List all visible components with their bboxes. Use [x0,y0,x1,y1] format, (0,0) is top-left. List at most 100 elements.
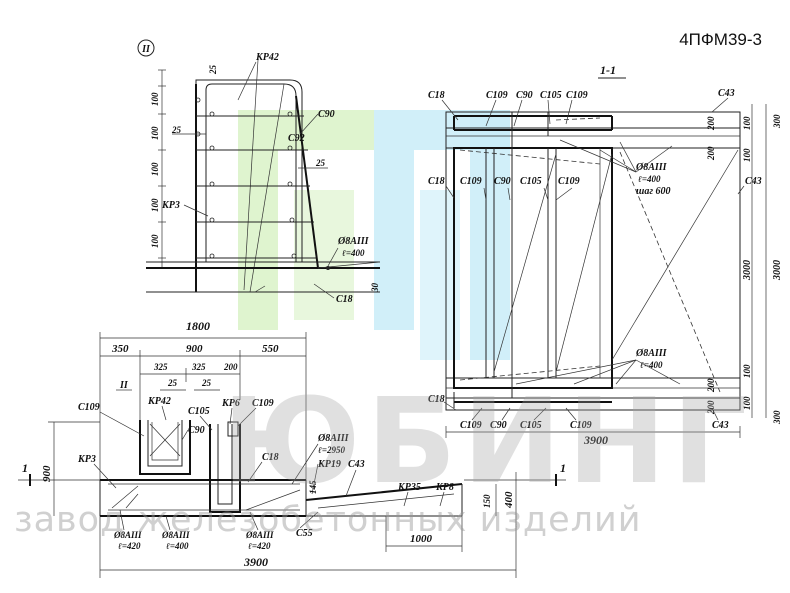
s11-rdim-100-2: 100 [742,148,752,162]
plan-dim-200: 200 [223,362,238,372]
s11-rebar-a-len: ℓ=400 [638,174,661,184]
s11-mid-c105: С105 [520,176,542,187]
plan-dim-145: 145 [308,480,318,494]
plan-label-rebar-main-len: ℓ=2950 [318,445,345,455]
plan-dim-325-1: 325 [153,362,168,372]
s11-rdim-200-3: 200 [706,378,716,393]
s11-bot-c90: С90 [490,420,507,431]
plan-dim-25-2: 25 [201,378,212,388]
s11-top-c43: С43 [718,88,735,99]
detail-II-label-c92: С92 [288,133,305,144]
plan-label-kp35: КР35 [397,482,421,493]
detail-II-label-c18: С18 [336,294,353,305]
s11-rebar-a-dia: Ø8АIII [635,162,668,173]
plan-rebar1: Ø8АIII [113,530,142,540]
s11-rdim-outer-3000: 3000 [772,260,783,281]
s11-rdim-100-1: 100 [742,116,752,130]
detail-II: II 25 100 100 100 100 100 30 [137,39,381,305]
detail-II-label-c90: С90 [318,109,335,120]
plan-dim-25-1: 25 [167,378,178,388]
detail-II-label-rebar-len: ℓ=400 [342,248,365,258]
plan-rebar1-len: ℓ=420 [118,541,141,551]
section-1-1: 1-1 С18 С109 [428,63,783,447]
watermark-subtitle: завод железобетонных изделий [14,500,642,540]
plan-dim-3900: 3900 [243,555,268,569]
detail-II-marker-circle [137,39,155,57]
detail-II-dim-100-1: 100 [150,92,160,106]
s11-top-c90: С90 [516,90,533,101]
plan-label-c109b: С109 [252,398,274,409]
plan-label-kp8: КР8 [435,482,454,493]
plan-cut-right: 1 [560,461,566,475]
detail-II-label-rebar: Ø8АIII [337,236,370,247]
s11-top-c105: С105 [540,90,562,101]
plan-marker-II: II [119,380,129,391]
s11-rebar-b-dia: Ø8АIII [635,348,668,359]
s11-mid-c43: С43 [745,176,762,187]
document-code: 4ПФМ39-3 [679,30,762,49]
detail-II-dim-100-4: 100 [150,198,160,212]
s11-rdim-200-4: 200 [706,400,716,415]
plan-label-kp19: КР19 [317,459,341,470]
plan-dim-900-vertical: 900 [41,465,53,482]
plan-rebar3-len: ℓ=420 [248,541,271,551]
s11-mid-c109a: С109 [460,176,482,187]
plan-dim-150: 150 [482,494,492,508]
plan-label-kp6: КР6 [221,398,240,409]
plan-dim-1800: 1800 [186,319,210,333]
s11-dim-3900: 3900 [583,433,608,447]
s11-rebar-b-len: ℓ=400 [640,360,663,370]
plan-dim-900: 900 [186,343,203,355]
s11-rdim-200-1: 200 [706,116,716,131]
s11-bot-c43: С43 [712,420,729,431]
watermark-word: ЮБИНГ [222,372,754,510]
plan-rebar2-len: ℓ=400 [166,541,189,551]
detail-II-marker: II [141,44,151,55]
plan-label-c43: С43 [348,459,365,470]
plan-label-c109a: С109 [78,402,100,413]
s11-top-c109b: С109 [566,90,588,101]
s11-mid-c18: С18 [428,176,445,187]
plan-rebar3: Ø8АIII [245,530,274,540]
detail-II-dim-100-2: 100 [150,126,160,140]
plan-dim-550: 550 [262,343,279,355]
detail-II-dim-25-a: 25 [171,125,182,135]
s11-rdim-outer-300-2: 300 [772,410,782,425]
s11-rdim-100-4: 100 [742,396,752,410]
plan-dim-350: 350 [111,343,129,355]
s11-top-c109a: С109 [486,90,508,101]
plan-section: 1800 350 900 550 325 325 200 25 25 II [18,319,566,578]
plan-label-kp42: КР42 [147,396,171,407]
s11-rdim-3000: 3000 [742,260,753,281]
s11-mid-c90: С90 [494,176,511,187]
s11-bot-c18: С18 [428,394,445,405]
s11-rdim-100-3: 100 [742,364,752,378]
section-title: 1-1 [600,63,616,77]
plan-label-c18: С18 [262,452,279,463]
detail-II-label-kp42: КР42 [255,52,279,63]
plan-label-kp3: КР3 [77,454,96,465]
s11-top-c18: С18 [428,90,445,101]
s11-rdim-outer-300-1: 300 [772,114,782,129]
plan-dim-400: 400 [503,491,515,509]
plan-dim-325-2: 325 [191,362,206,372]
s11-bot-c105: С105 [520,420,542,431]
plan-cut-left: 1 [22,461,28,475]
s11-rdim-200-2: 200 [706,146,716,161]
plan-rebar2: Ø8АIII [161,530,190,540]
plan-label-c105: С105 [188,406,210,417]
detail-II-dim-100-3: 100 [150,162,160,176]
s11-mid-c109b: С109 [558,176,580,187]
detail-II-dim-25-top: 25 [208,65,218,76]
plan-label-c90: С90 [188,425,205,436]
s11-bot-c109b: С109 [570,420,592,431]
plan-label-rebar-main: Ø8АIII [317,433,350,444]
detail-II-label-kp3: КР3 [161,200,180,211]
detail-II-dim-30: 30 [370,283,380,294]
s11-bot-c109a: С109 [460,420,482,431]
detail-II-dim-25-b: 25 [315,158,326,168]
plan-label-c55: С55 [296,528,313,539]
plan-dim-1000: 1000 [410,533,433,545]
detail-II-dim-100-5: 100 [150,234,160,248]
